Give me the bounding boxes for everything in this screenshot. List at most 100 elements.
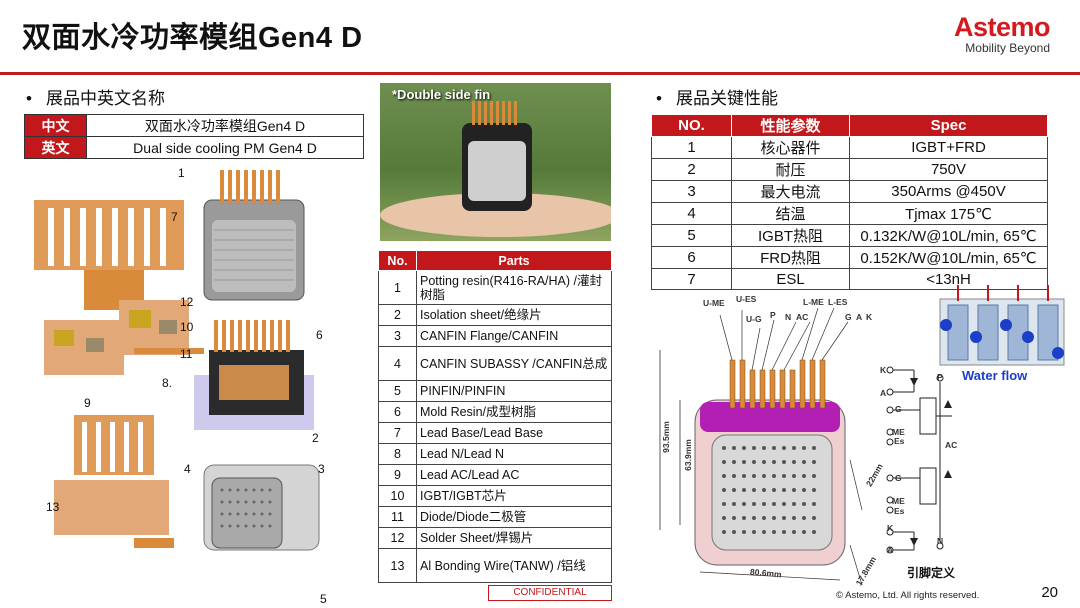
pin-label: K — [866, 312, 873, 322]
pin-label: U-ME — [703, 298, 725, 308]
logo-word: Astemo — [953, 12, 1051, 42]
spec-bullet: •展品关键性能 — [656, 89, 778, 108]
names-bullet-text: 展品中英文名称 — [45, 89, 165, 108]
name-value: 双面水冷功率模组Gen4 D — [86, 114, 364, 137]
part-number: 1 — [378, 270, 417, 305]
part-name: Lead N/Lead N — [416, 443, 612, 465]
table-row: 英文 Dual side cooling PM Gen4 D — [24, 136, 364, 159]
part-name: IGBT/IGBT芯片 — [416, 485, 612, 507]
callout-4: 4 — [184, 462, 191, 476]
spec-param: IGBT热阻 — [731, 224, 850, 247]
copyright-text: © Astemo, Ltd. All rights reserved. — [836, 590, 980, 601]
spec-value: 0.132K/W@10L/min, 65℃ — [849, 224, 1048, 247]
pin-label: AC — [796, 312, 809, 322]
pin-label: U-G — [746, 314, 762, 324]
circuit-schematic — [886, 366, 952, 554]
spec-value: 750V — [849, 158, 1048, 181]
part-name: Al Bonding Wire(TANW) /铝线 — [416, 548, 612, 583]
spec-no: 7 — [651, 268, 732, 290]
callout-13: 13 — [46, 500, 60, 514]
table-row: 中文 双面水冷功率模组Gen4 D — [24, 114, 364, 137]
astemo-logo: Astemo Mobility Beyond — [953, 12, 1051, 55]
callout-6: 6 — [316, 328, 323, 342]
spec-param: 核心器件 — [731, 136, 850, 159]
spec-value: 0.152K/W@10L/min, 65℃ — [849, 246, 1048, 269]
name-key: 中文 — [24, 114, 87, 137]
circuit-label: N — [937, 536, 944, 546]
spec-no: 2 — [651, 158, 732, 181]
circuit-label: A — [880, 388, 887, 398]
circuit-label: Es — [894, 506, 905, 516]
part-name: Lead AC/Lead AC — [416, 464, 612, 486]
lead-frame-top — [34, 200, 204, 375]
photo-label: *Double side fin — [392, 87, 491, 102]
spec-no: 3 — [651, 180, 732, 203]
spec-param: 耐压 — [731, 158, 850, 181]
part-number: 7 — [378, 422, 417, 444]
part-name: Solder Sheet/焊锡片 — [416, 527, 612, 549]
part-number: 9 — [378, 464, 417, 486]
lead-frame-bottom — [54, 415, 174, 548]
callout-10: 10 — [180, 320, 194, 334]
spec-value: Tjmax 175℃ — [849, 202, 1048, 225]
canfin-module-top — [203, 170, 305, 301]
part-name: CANFIN SUBASSY /CANFIN总成 — [416, 346, 612, 381]
pin-label: G — [845, 312, 852, 322]
circuit-label: A — [887, 545, 894, 555]
mold-resin-module — [194, 320, 314, 430]
part-name: Diode/Diode二极管 — [416, 506, 612, 528]
part-name: Lead Base/Lead Base — [416, 422, 612, 444]
spec-param: 最大电流 — [731, 180, 850, 203]
circuit-label: K — [880, 365, 887, 375]
water-flow-label: Water flow — [962, 368, 1028, 383]
spec-no: 5 — [651, 224, 732, 247]
spec-no: 4 — [651, 202, 732, 225]
water-flow-diagram — [939, 285, 1065, 366]
product-photo: *Double side fin — [380, 83, 611, 241]
callout-1: 1 — [178, 166, 185, 180]
circuit-label: AC — [945, 440, 958, 450]
header-divider — [0, 72, 1080, 75]
callout-5: 5 — [320, 592, 327, 606]
part-name: Mold Resin/成型树脂 — [416, 401, 612, 423]
part-number: 11 — [378, 506, 417, 528]
pin-label: A — [856, 312, 863, 322]
names-table: 中文 双面水冷功率模组Gen4 D 英文 Dual side cooling P… — [24, 114, 364, 159]
callout-11: 11 — [180, 347, 193, 361]
callout-7: 7 — [171, 210, 178, 224]
part-number: 5 — [378, 380, 417, 402]
circuit-label: G — [895, 404, 902, 414]
circuit-label: Es — [894, 436, 905, 446]
spec-value: IGBT+FRD — [849, 136, 1048, 159]
part-number: 6 — [378, 401, 417, 423]
spec-param: 结温 — [731, 202, 850, 225]
part-number: 4 — [378, 346, 417, 381]
logo-tagline: Mobility Beyond — [965, 41, 1050, 55]
spec-no: 1 — [651, 136, 732, 159]
table-header-row: NO. 性能参数 Spec — [651, 114, 1048, 137]
column-header: 性能参数 — [731, 114, 850, 137]
pin-label: P — [770, 310, 776, 320]
circuit-label: ME — [892, 427, 905, 437]
pin-label: L-ES — [828, 297, 848, 307]
hand-holding-module-image — [380, 101, 611, 237]
part-name: Isolation sheet/绝缘片 — [416, 304, 612, 326]
table-header-row: No. Parts — [378, 250, 612, 271]
spec-value: 350Arms @450V — [849, 180, 1048, 203]
spec-param: ESL — [731, 268, 850, 290]
column-header: No. — [378, 250, 417, 271]
column-header: Parts — [416, 250, 612, 271]
circuit-label: K — [887, 523, 894, 533]
column-header: NO. — [651, 114, 732, 137]
pin-label: N — [785, 312, 792, 322]
